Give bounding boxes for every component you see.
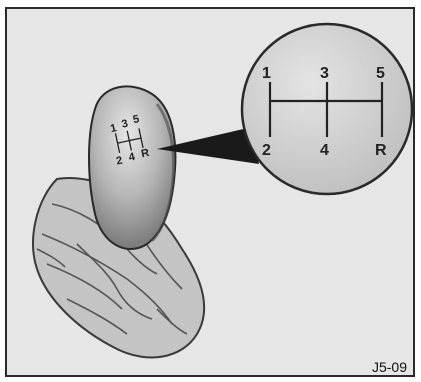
- knob-gear-label: 1: [109, 122, 117, 135]
- gear-shift-illustration: 1 3 5 2 4 R 1 3 5 2 4 R: [32, 22, 413, 359]
- gear-knob: [88, 85, 177, 250]
- magnified-gear-label: 4: [320, 142, 329, 159]
- magnified-shift-pattern: 1 3 5 2 4 R: [262, 65, 387, 159]
- magnified-gear-label: 1: [262, 65, 271, 82]
- magnified-gear-label: 3: [320, 65, 329, 82]
- magnifier-pointer: [157, 127, 259, 164]
- knob-gear-label: 3: [121, 118, 129, 131]
- magnified-gear-label: 2: [262, 142, 271, 159]
- figure-id-label: J5-09: [369, 359, 409, 375]
- illustration-frame: 1 3 5 2 4 R 1 3 5 2 4 R J5-09: [5, 7, 415, 377]
- magnified-gear-label: R: [375, 142, 387, 159]
- magnified-gear-label: 5: [376, 65, 385, 82]
- knob-gear-label: 2: [115, 155, 123, 168]
- knob-gear-label: 5: [132, 113, 140, 126]
- knob-shift-pattern: 1 3 5 2 4 R: [109, 113, 150, 168]
- knob-gear-label: R: [140, 147, 150, 160]
- knob-gear-label: 4: [128, 151, 137, 164]
